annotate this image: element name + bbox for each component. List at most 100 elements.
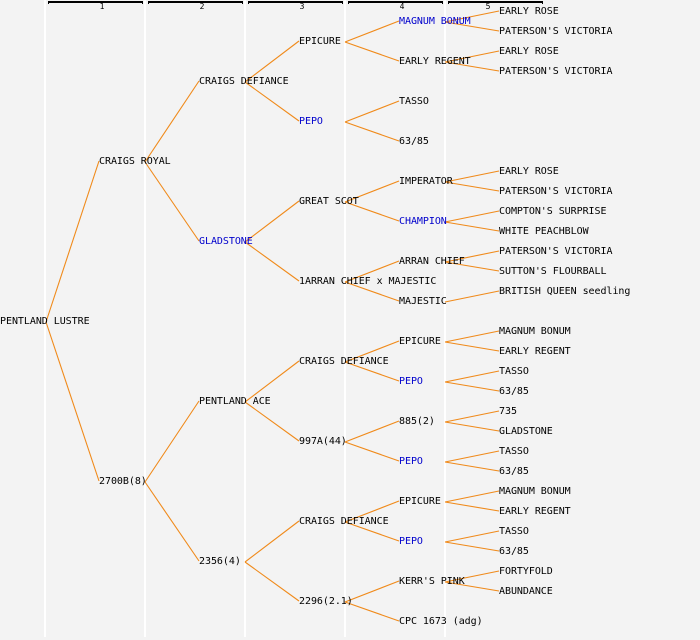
- pedigree-link: [344, 20, 400, 43]
- ancestor-variety[interactable]: MAGNUM BONUM: [399, 16, 471, 27]
- pedigree-link: [45, 160, 100, 323]
- ancestor-variety: GLADSTONE: [499, 426, 553, 437]
- column-separator: [44, 0, 46, 637]
- pedigree-link: [444, 461, 500, 472]
- pedigree-link: [444, 530, 500, 543]
- ancestor-variety: PENTLAND ACE: [199, 396, 271, 407]
- ancestor-variety: 63/85: [399, 136, 429, 147]
- ancestor-variety[interactable]: GLADSTONE: [199, 236, 253, 247]
- generation-header-1: 1: [99, 2, 105, 11]
- ancestor-variety: TASSO: [499, 526, 529, 537]
- ancestor-variety: EARLY ROSE: [499, 166, 559, 177]
- ancestor-variety: EPICURE: [399, 336, 441, 347]
- pedigree-link: [444, 330, 500, 343]
- pedigree-link: [444, 410, 500, 423]
- pedigree-link: [444, 370, 500, 383]
- ancestor-variety: 63/85: [499, 386, 529, 397]
- pedigree-link: [244, 360, 300, 403]
- generation-bracket-5: [448, 1, 543, 4]
- ancestor-variety[interactable]: PEPO: [299, 116, 323, 127]
- pedigree-link: [244, 40, 300, 83]
- ancestor-variety[interactable]: PEPO: [399, 536, 423, 547]
- pedigree-link: [244, 520, 300, 563]
- pedigree-link: [344, 340, 400, 363]
- ancestor-variety: CPC 1673 (adg): [399, 616, 483, 627]
- column-separator: [144, 0, 146, 637]
- ancestor-variety: PATERSON'S VICTORIA: [499, 246, 613, 257]
- pedigree-link: [144, 400, 200, 483]
- pedigree-link: [444, 581, 500, 592]
- pedigree-link: [344, 580, 400, 603]
- ancestor-variety: 885(2): [399, 416, 435, 427]
- pedigree-link: [344, 201, 400, 222]
- pedigree-link: [344, 521, 400, 542]
- column-separator: [444, 0, 446, 637]
- pedigree-link: [444, 541, 500, 552]
- pedigree-link: [444, 170, 500, 183]
- ancestor-variety: EARLY REGENT: [499, 506, 571, 517]
- pedigree-link: [444, 501, 500, 512]
- pedigree-link: [344, 41, 400, 62]
- pedigree-link: [444, 381, 500, 392]
- ancestor-variety: ARRAN CHIEF: [399, 256, 465, 267]
- ancestor-variety: 2700B(8): [99, 476, 147, 487]
- pedigree-link: [244, 81, 300, 122]
- ancestor-variety: KERR'S PINK: [399, 576, 465, 587]
- ancestor-variety: PATERSON'S VICTORIA: [499, 66, 613, 77]
- pedigree-link: [244, 561, 300, 602]
- pedigree-link: [144, 481, 200, 562]
- pedigree-link: [444, 290, 500, 303]
- ancestor-variety: IMPERATOR: [399, 176, 453, 187]
- ancestor-variety[interactable]: PEPO: [399, 456, 423, 467]
- ancestor-variety: CRAIGS DEFIANCE: [299, 356, 389, 367]
- pedigree-link: [344, 281, 400, 302]
- generation-header-2: 2: [199, 2, 205, 11]
- ancestor-variety: 2296(2.1): [299, 596, 353, 607]
- pedigree-link: [444, 250, 500, 263]
- generation-header-3: 3: [299, 2, 305, 11]
- ancestor-variety: CRAIGS DEFIANCE: [299, 516, 389, 527]
- generation-header-4: 4: [399, 2, 405, 11]
- generation-bracket-2: [148, 1, 243, 4]
- pedigree-link: [344, 441, 400, 462]
- ancestor-variety: MAGNUM BONUM: [499, 326, 571, 337]
- pedigree-link: [45, 321, 100, 482]
- ancestor-variety: EPICURE: [299, 36, 341, 47]
- ancestor-variety: 2356(4): [199, 556, 241, 567]
- pedigree-link: [444, 61, 500, 72]
- ancestor-variety: FORTYFOLD: [499, 566, 553, 577]
- ancestor-variety[interactable]: CHAMPION: [399, 216, 447, 227]
- pedigree-link: [444, 181, 500, 192]
- root-variety: PENTLAND LUSTRE: [0, 316, 90, 327]
- pedigree-link: [344, 180, 400, 203]
- pedigree-link: [344, 100, 400, 123]
- pedigree-link: [444, 10, 500, 23]
- pedigree-link: [444, 421, 500, 432]
- pedigree-link: [444, 570, 500, 583]
- ancestor-variety: EPICURE: [399, 496, 441, 507]
- ancestor-variety: WHITE PEACHBLOW: [499, 226, 589, 237]
- column-separator: [244, 0, 246, 637]
- pedigree-link: [444, 341, 500, 352]
- ancestor-variety: ABUNDANCE: [499, 586, 553, 597]
- pedigree-link: [344, 361, 400, 382]
- pedigree-link: [344, 121, 400, 142]
- pedigree-link: [444, 210, 500, 223]
- generation-bracket-3: [248, 1, 343, 4]
- ancestor-variety: PATERSON'S VICTORIA: [499, 186, 613, 197]
- ancestor-variety: TASSO: [499, 446, 529, 457]
- ancestor-variety: SUTTON'S FLOURBALL: [499, 266, 607, 277]
- ancestor-variety[interactable]: PEPO: [399, 376, 423, 387]
- ancestor-variety: 735: [499, 406, 517, 417]
- ancestor-variety: MAJESTIC: [399, 296, 447, 307]
- ancestor-variety: MAGNUM BONUM: [499, 486, 571, 497]
- column-separator: [344, 0, 346, 637]
- pedigree-link: [444, 221, 500, 232]
- pedigree-link: [244, 200, 300, 243]
- ancestor-variety: TASSO: [499, 366, 529, 377]
- pedigree-link: [444, 450, 500, 463]
- generation-bracket-1: [48, 1, 143, 4]
- pedigree-link: [444, 50, 500, 63]
